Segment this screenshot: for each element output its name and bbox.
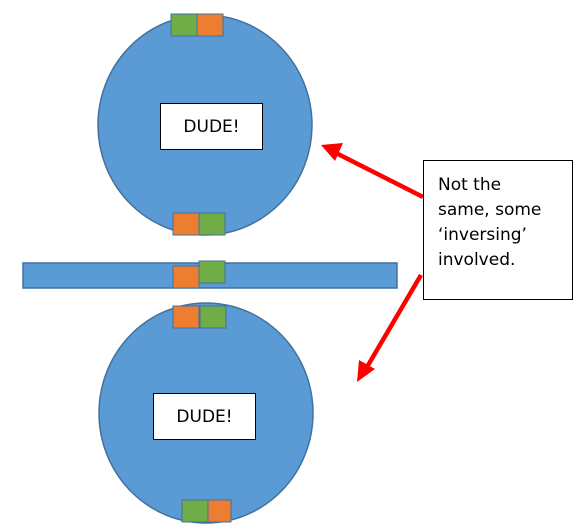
top-disc-bottom-orange-marker xyxy=(172,212,200,236)
callout-line-3: ‘inversing’ xyxy=(438,225,527,245)
bottom-disc-top-orange-marker xyxy=(172,305,200,329)
arrow-to-bottom-disc xyxy=(365,273,423,369)
bottom-disc-bottom-green-marker xyxy=(181,499,209,523)
callout-line-2: same, some xyxy=(438,200,542,220)
bar-orange-marker xyxy=(172,265,200,289)
arrow-to-top-disc xyxy=(334,150,425,200)
top-disc-bottom-green-marker xyxy=(198,212,226,236)
callout-line-4: involved. xyxy=(438,250,516,270)
bottom-disc-top-green-marker xyxy=(199,305,227,329)
callout-line-1: Not the xyxy=(438,175,502,195)
bottom-disc-label-text: DUDE! xyxy=(176,406,233,427)
bottom-disc-label: DUDE! xyxy=(153,393,256,440)
top-disc-top-green-marker xyxy=(170,13,198,37)
bottom-disc-bottom-orange-marker xyxy=(207,499,232,523)
callout-box: Not the same, some ‘inversing’ involved. xyxy=(423,160,573,300)
arrow-to-bottom-disc-head xyxy=(357,360,375,382)
top-disc-label: DUDE! xyxy=(160,103,263,150)
arrow-to-top-disc-head xyxy=(321,143,343,161)
top-disc-top-orange-marker xyxy=(196,13,224,37)
bar-green-marker xyxy=(198,260,226,284)
top-disc-label-text: DUDE! xyxy=(183,116,240,137)
